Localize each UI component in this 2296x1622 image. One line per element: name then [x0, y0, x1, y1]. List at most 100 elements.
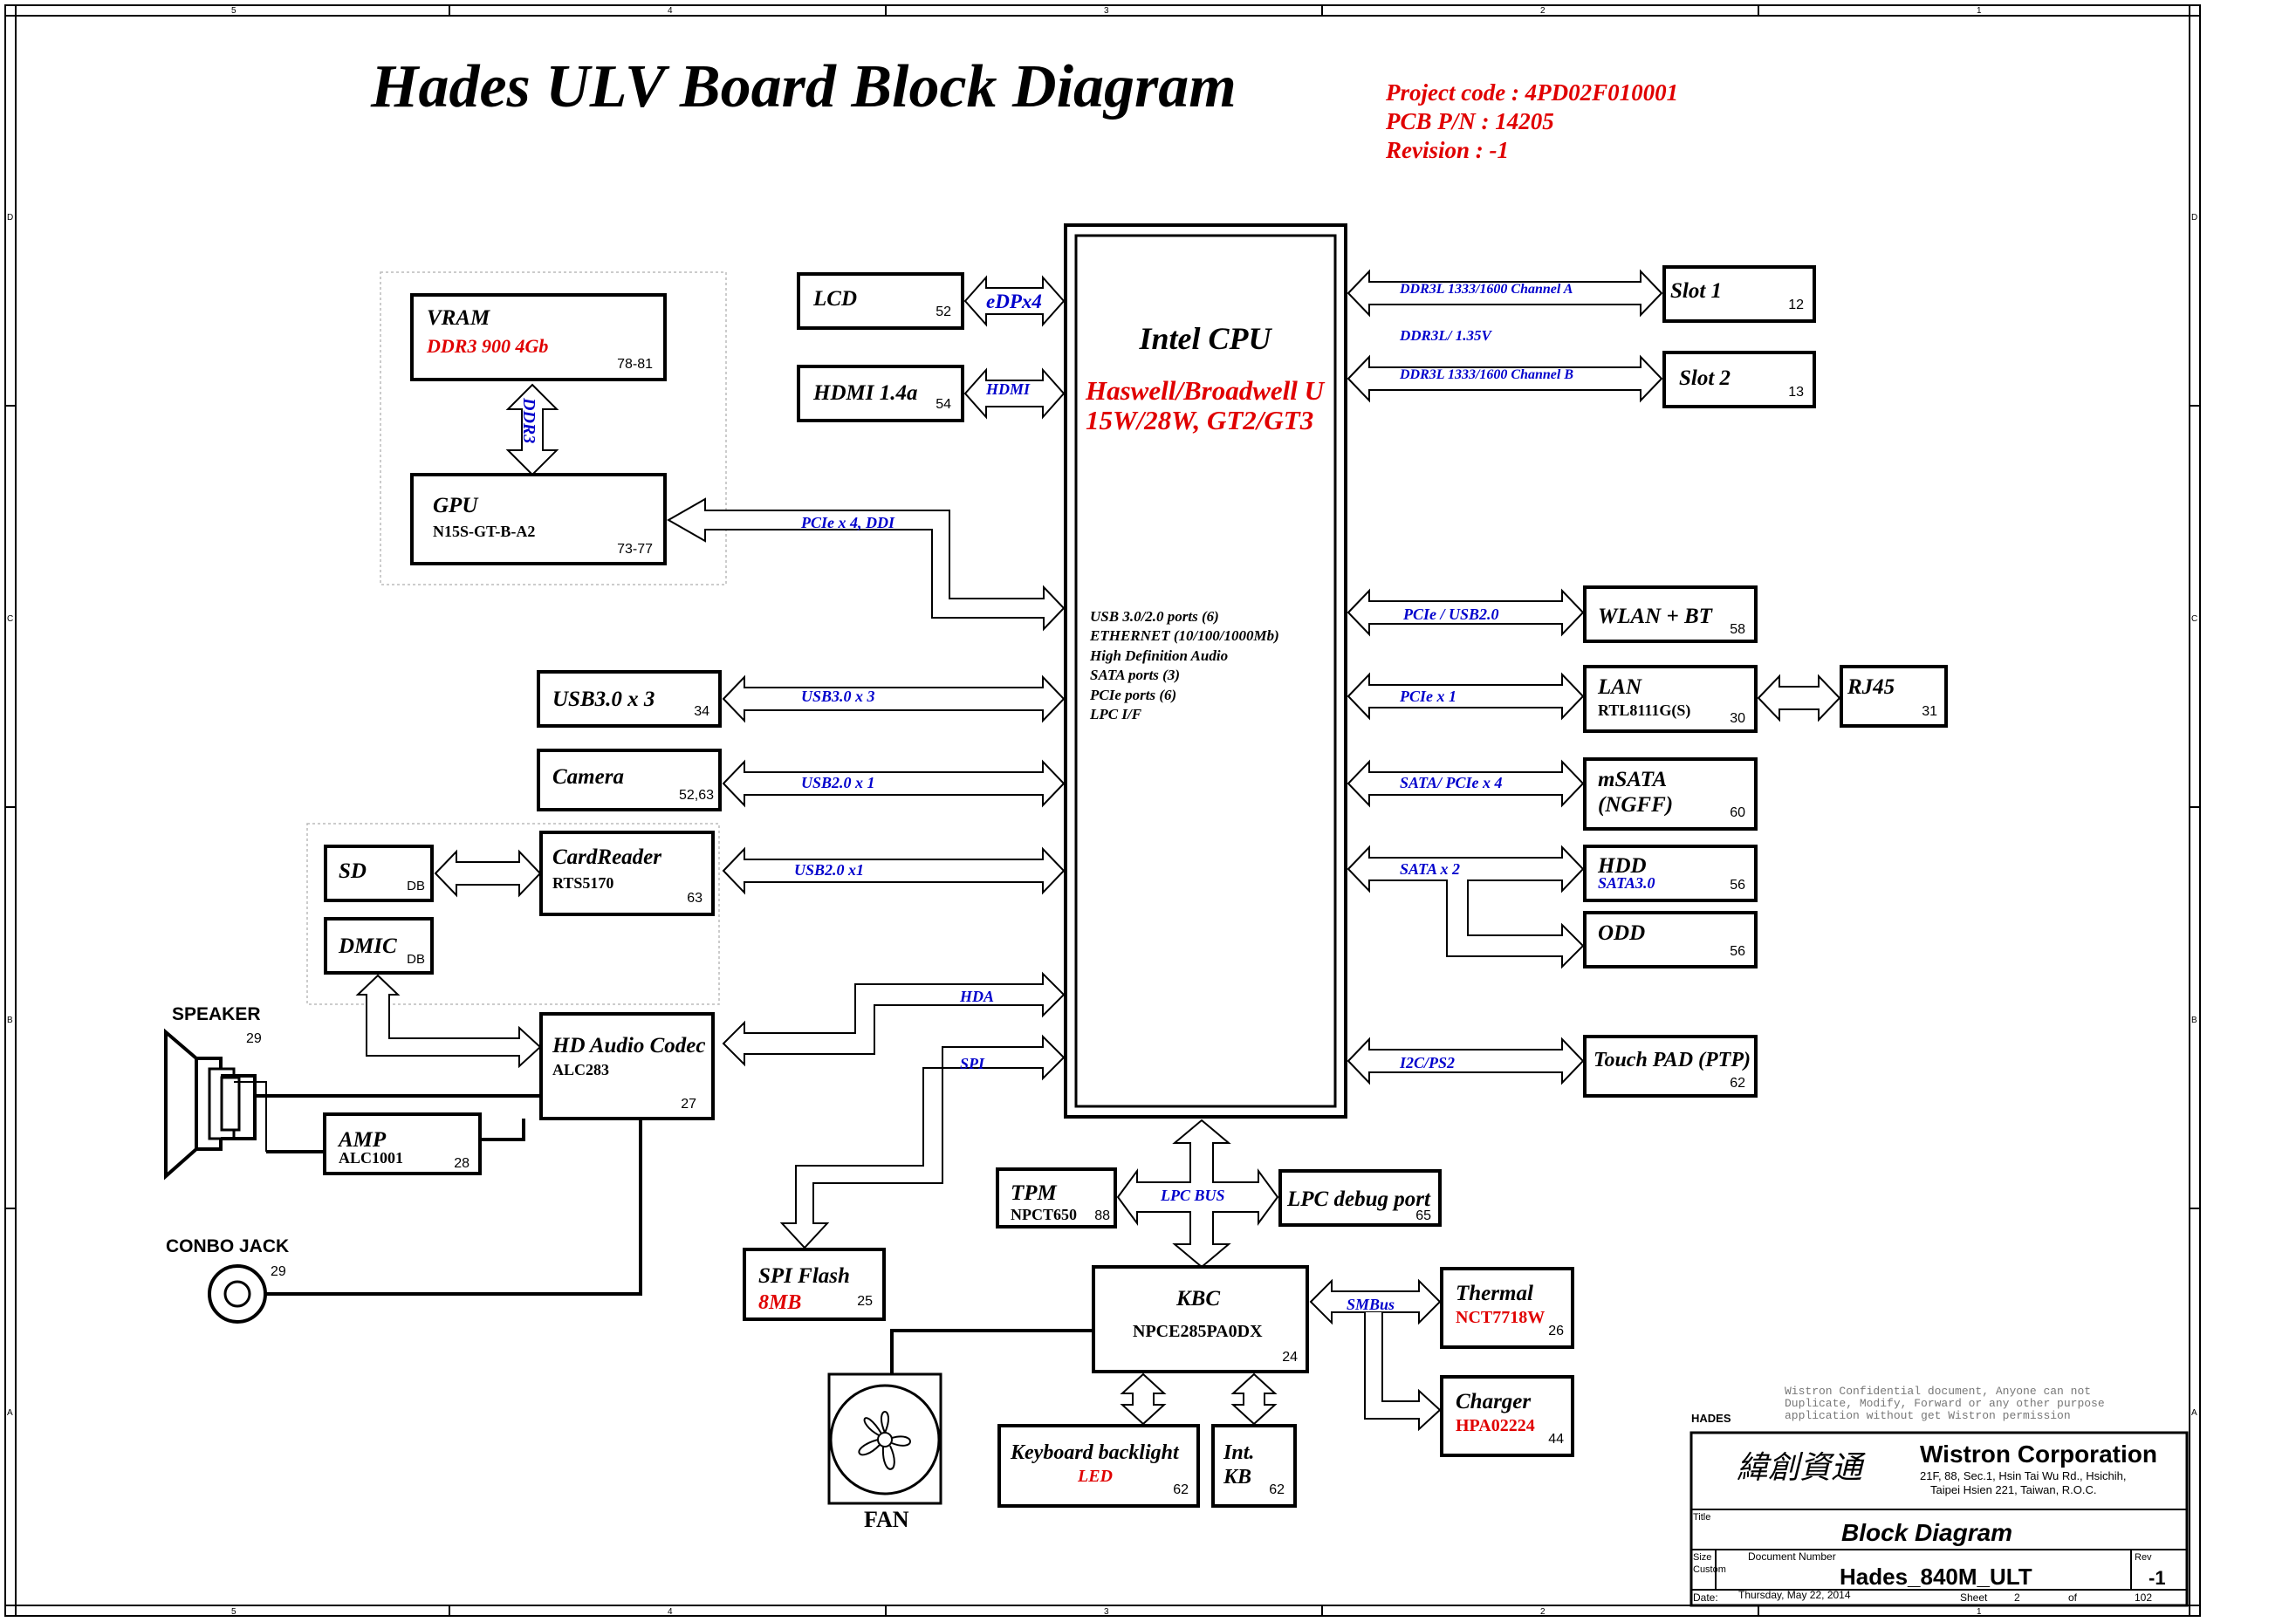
- col-label-top-3: 3: [1104, 6, 1109, 16]
- gpu-group-region: [380, 271, 727, 585]
- usb20-cr-link-label: USB2.0 x1: [794, 861, 864, 879]
- company-address-2: Taipei Hsien 221, Taiwan, R.O.C.: [1930, 1483, 2097, 1496]
- ddr-channel-a-label: DDR3L 1333/1600 Channel A: [1399, 282, 1573, 297]
- spi-flash-page: 25: [857, 1294, 873, 1309]
- msata-page: 60: [1730, 805, 1745, 820]
- wlan-bt-name: WLAN + BT: [1598, 605, 1714, 628]
- kbl-spec: LED: [1077, 1467, 1113, 1486]
- cpu-power: 15W/28W, GT2/GT3: [1086, 405, 1313, 435]
- tpm-name: TPM: [1011, 1181, 1058, 1205]
- kbc-part: NPCE285PA0DX: [1133, 1322, 1263, 1341]
- wlan-link-label: PCIe / USB2.0: [1402, 606, 1499, 623]
- lpc-bus-link-label: LPC BUS: [1160, 1187, 1225, 1204]
- fan-label: FAN: [864, 1507, 909, 1532]
- col-label-top-2: 2: [1540, 6, 1546, 16]
- kbl-name: Keyboard backlight: [1010, 1441, 1180, 1464]
- usb30-page: 34: [694, 704, 709, 719]
- sata-link-arrow: [1347, 845, 1585, 969]
- vram-page: 78-81: [617, 357, 653, 372]
- camera-page: 52,63: [679, 788, 714, 803]
- usb20-cam-link-arrow: [722, 759, 1066, 808]
- cpu-family: Haswell/Broadwell U: [1085, 375, 1326, 406]
- odd-name: ODD: [1598, 921, 1645, 945]
- hda-link-label: HDA: [959, 988, 994, 1005]
- docnum-value: Hades_840M_ULT: [1840, 1564, 2032, 1590]
- company-chinese: 緯創資通: [1737, 1450, 1866, 1485]
- dmic-page: DB: [407, 952, 425, 967]
- lpc-debug-block: LPC debug port 65: [1278, 1169, 1442, 1227]
- intkb-link-arrow: [1230, 1372, 1278, 1426]
- msata-name: mSATA: [1598, 768, 1667, 791]
- camera-block: Camera 52,63: [537, 749, 722, 811]
- ddr-voltage-label: DDR3L/ 1.35V: [1399, 327, 1493, 344]
- speaker-wire-a: [221, 1074, 257, 1140]
- i2c-link-label: I2C/PS2: [1399, 1054, 1455, 1071]
- rev-label: Rev: [2135, 1552, 2152, 1563]
- cpu-feature-ethernet: ETHERNET (10/100/1000Mb): [1089, 627, 1279, 644]
- col-label-top-1: 1: [1977, 6, 1982, 16]
- amp-codec-wire: [480, 1119, 525, 1141]
- wlan-bt-page: 58: [1730, 622, 1745, 637]
- audio-codec-block: HD Audio Codec ALC283 27: [539, 1012, 715, 1120]
- revision: Revision : -1: [1385, 137, 1509, 163]
- hdd-block: HDD SATA3.0 56: [1583, 845, 1758, 902]
- combo-jack-label: CONBO JACK: [166, 1236, 289, 1256]
- lan-link-arrow: [1347, 672, 1585, 721]
- usb30-block: USB3.0 x 3 34: [537, 670, 722, 728]
- pcie-gpu-link-label: PCIe x 4, DDI: [800, 514, 895, 531]
- gpu-part: N15S-GT-B-A2: [433, 523, 535, 540]
- touchpad-name: Touch PAD (PTP): [1593, 1049, 1751, 1071]
- size-value: Custom: [1693, 1564, 1726, 1575]
- usb30-name: USB3.0 x 3: [552, 688, 655, 711]
- lpc-debug-page: 65: [1415, 1208, 1431, 1223]
- sd-name: SD: [339, 859, 367, 883]
- charger-part: HPA02224: [1456, 1416, 1535, 1435]
- kbc-name: KBC: [1175, 1287, 1220, 1311]
- charger-page: 44: [1548, 1432, 1564, 1447]
- vram-name: VRAM: [427, 306, 490, 330]
- of-label: of: [2068, 1591, 2078, 1604]
- ddr-channel-b-label: DDR3L 1333/1600 Channel B: [1399, 367, 1573, 382]
- title-label: Title: [1693, 1512, 1710, 1523]
- row-label-left-a: A: [7, 1408, 13, 1418]
- col-label-top-4: 4: [668, 6, 673, 16]
- vram-block: VRAM DDR3 900 4Gb 78-81: [410, 293, 667, 381]
- project-tag: HADES: [1691, 1412, 1731, 1425]
- hdmi-page: 54: [936, 397, 951, 412]
- tpm-part: NPCT650: [1011, 1206, 1077, 1223]
- ddr-channel-a-link-arrow: [1347, 269, 1663, 318]
- cpu-feature-sata: SATA ports (3): [1090, 667, 1180, 683]
- diagram-title: Hades ULV Board Block Diagram: [370, 53, 1237, 120]
- odd-page: 56: [1730, 944, 1745, 959]
- msata-link-label: SATA/ PCIe x 4: [1400, 774, 1503, 791]
- cpu-feature-usb: USB 3.0/2.0 ports (6): [1090, 608, 1219, 625]
- hdmi-link-label: HDMI: [985, 380, 1031, 398]
- cpu-name: Intel CPU: [1138, 321, 1272, 356]
- intkb-name: Int.: [1223, 1441, 1254, 1464]
- sd-page: DB: [407, 879, 425, 893]
- hdmi-link-arrow: [963, 367, 1066, 420]
- speaker-icon: [164, 1028, 241, 1181]
- gpu-name: GPU: [433, 494, 479, 517]
- spi-flash-name: SPI Flash: [758, 1264, 850, 1288]
- confidential-line-2: Duplicate, Modify, Forward or any other …: [1785, 1397, 2105, 1410]
- date-value: Thursday, May 22, 2014: [1738, 1589, 1851, 1601]
- vram-spec: DDR3 900 4Gb: [426, 335, 548, 357]
- msata-block: mSATA (NGFF) 60: [1583, 757, 1758, 831]
- rj45-page: 31: [1922, 704, 1937, 719]
- sd-cardreader-link-arrow: [434, 849, 542, 898]
- thermal-name: Thermal: [1456, 1282, 1533, 1305]
- rev-value: -1: [2149, 1567, 2166, 1589]
- cpu-feature-hda: High Definition Audio: [1089, 647, 1228, 664]
- cpu-feature-lpc: LPC I/F: [1089, 706, 1142, 722]
- usb20-cam-link-label: USB2.0 x 1: [801, 774, 875, 791]
- edp-link-label: eDPx4: [986, 291, 1042, 312]
- sheet-value: 2: [2014, 1591, 2020, 1604]
- ddr-channel-b-link-arrow: [1347, 354, 1663, 403]
- spi-link-label: SPI: [960, 1055, 985, 1072]
- date-label: Date:: [1693, 1591, 1718, 1604]
- row-label-left-b: B: [7, 1016, 13, 1025]
- spi-flash-size: 8MB: [758, 1291, 801, 1314]
- charger-block: Charger HPA02224 44: [1440, 1375, 1574, 1457]
- camera-name: Camera: [552, 765, 624, 789]
